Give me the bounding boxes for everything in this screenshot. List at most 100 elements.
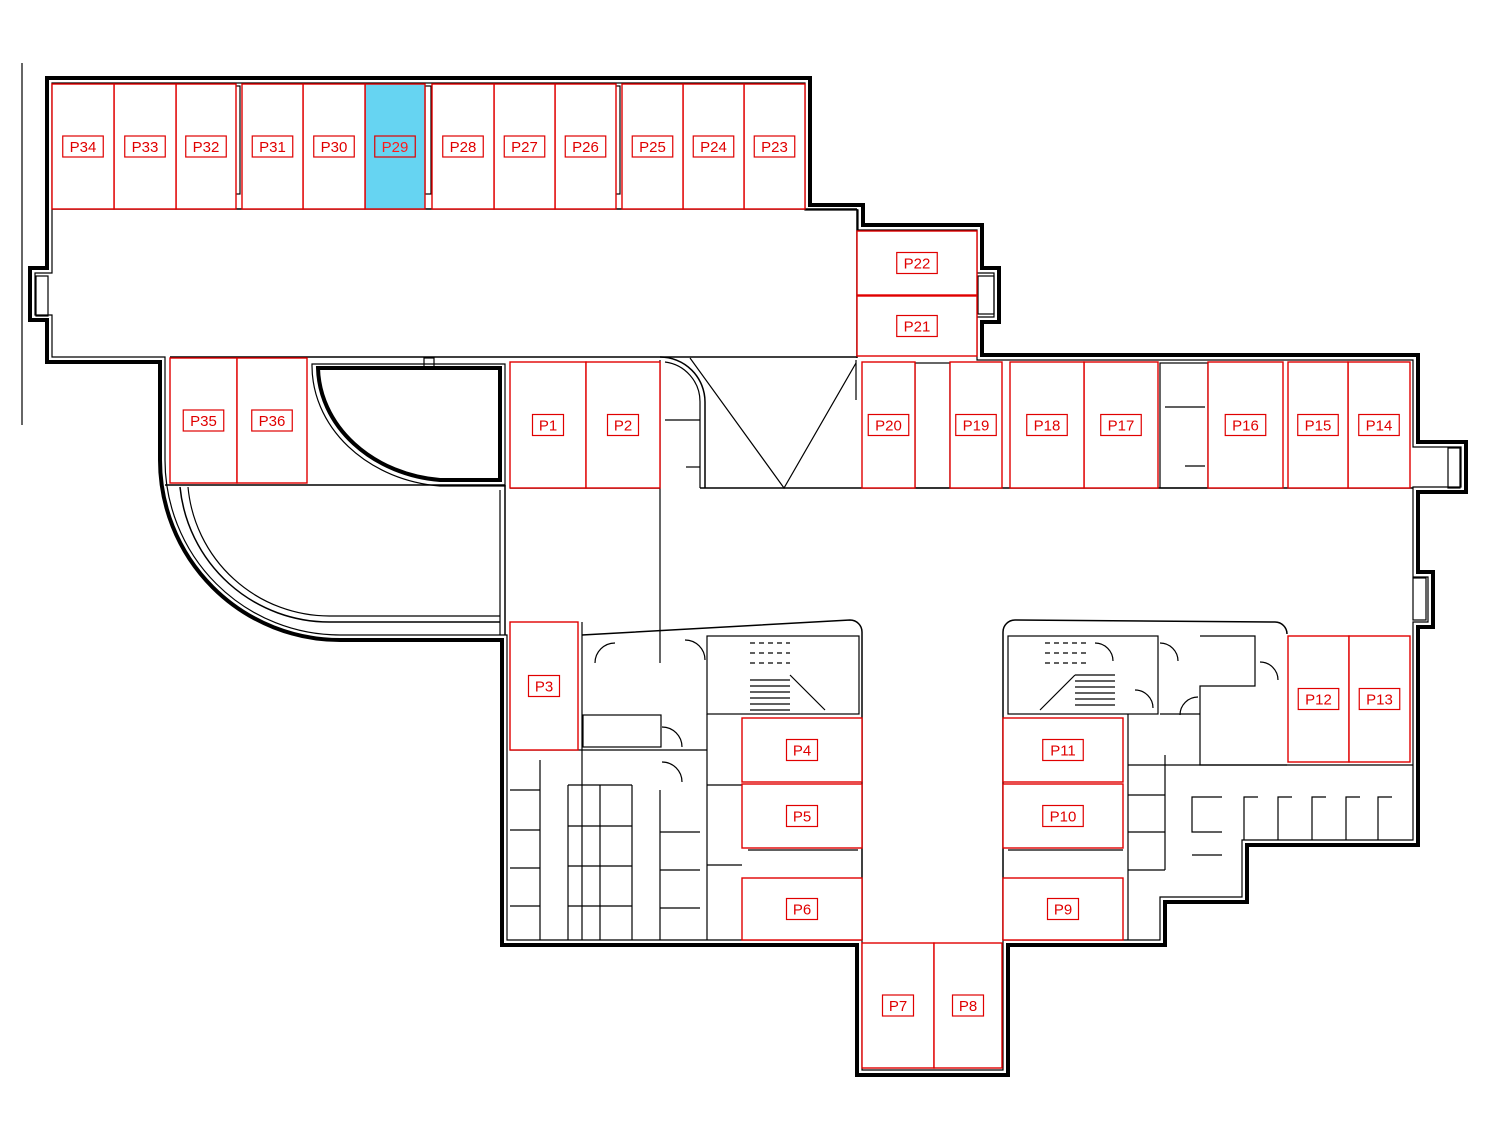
parking-space-p30[interactable]: P30 (302, 83, 366, 210)
parking-space-p25[interactable]: P25 (621, 83, 684, 210)
parking-space-area[interactable] (856, 230, 978, 296)
parking-space-p4[interactable]: P4 (741, 717, 863, 783)
spiral-ramp (315, 366, 502, 482)
parking-space-area[interactable] (861, 942, 935, 1069)
parking-space-p15[interactable]: P15 (1287, 361, 1349, 489)
parking-space-area[interactable] (933, 942, 1003, 1069)
parking-space-p2[interactable]: P2 (585, 361, 661, 489)
parking-space-p23[interactable]: P23 (743, 83, 806, 210)
parking-space-area[interactable] (431, 83, 495, 210)
parking-space-p3[interactable]: P3 (509, 621, 579, 751)
parking-space-p18[interactable]: P18 (1009, 361, 1085, 489)
parking-space-area[interactable] (493, 83, 556, 210)
parking-space-area[interactable] (51, 83, 115, 210)
parking-space-p11[interactable]: P11 (1002, 717, 1124, 783)
parking-space-area[interactable] (1083, 361, 1159, 489)
door-swing (1094, 642, 1114, 662)
parking-space-area[interactable] (364, 83, 426, 210)
parking-space-p33[interactable]: P33 (113, 83, 177, 210)
parking-space-p26[interactable]: P26 (554, 83, 617, 210)
parking-space-area[interactable] (861, 361, 916, 489)
parking-space-area[interactable] (1002, 877, 1124, 941)
parking-space-area[interactable] (741, 783, 863, 849)
parking-space-area[interactable] (169, 357, 238, 484)
parking-space-p14[interactable]: P14 (1347, 361, 1411, 489)
parking-space-area[interactable] (113, 83, 177, 210)
parking-space-area[interactable] (621, 83, 684, 210)
parking-space-p27[interactable]: P27 (493, 83, 556, 210)
storage-cages-right (1128, 755, 1392, 871)
parking-space-area[interactable] (175, 83, 237, 210)
storage-cages-left (510, 760, 742, 940)
stair-arrow (1039, 674, 1076, 711)
parking-space-area[interactable] (1348, 635, 1411, 763)
east-window (1447, 447, 1461, 489)
parking-space-area[interactable] (682, 83, 745, 210)
parking-space-p24[interactable]: P24 (682, 83, 745, 210)
door-swing (661, 726, 683, 748)
ramp-column (423, 357, 435, 369)
stair-treads-right (1039, 642, 1115, 711)
parking-space-p16[interactable]: P16 (1207, 361, 1284, 489)
parking-space-area[interactable] (236, 357, 308, 484)
parking-space-area[interactable] (241, 83, 304, 210)
parking-space-p29[interactable]: P29 (364, 83, 426, 210)
parking-space-area[interactable] (1009, 361, 1085, 489)
cage-outline (1311, 796, 1326, 840)
parking-space-p13[interactable]: P13 (1348, 635, 1411, 763)
parking-space-p1[interactable]: P1 (509, 361, 587, 489)
right-window-upper (977, 275, 995, 315)
stairwell-right (1007, 635, 1159, 715)
column-block (914, 362, 951, 489)
parking-space-area[interactable] (1002, 783, 1124, 849)
ramp-triangle (689, 357, 857, 490)
curved-ramp-inner (179, 486, 500, 623)
cage-outline (1277, 796, 1292, 840)
parking-space-area[interactable] (1207, 361, 1284, 489)
cage-outline (1377, 796, 1392, 840)
outer-wall (28, 76, 1468, 1077)
parking-space-p22[interactable]: P22 (856, 230, 978, 296)
corridor-curve (659, 356, 706, 488)
parking-space-p12[interactable]: P12 (1287, 635, 1350, 763)
parking-space-p32[interactable]: P32 (175, 83, 237, 210)
cage-outline (1191, 796, 1222, 833)
parking-space-area[interactable] (741, 717, 863, 783)
parking-space-area[interactable] (509, 361, 587, 489)
parking-space-p7[interactable]: P7 (861, 942, 935, 1069)
parking-space-area[interactable] (1002, 717, 1124, 783)
parking-space-area[interactable] (1287, 361, 1349, 489)
door-swing (1134, 689, 1154, 709)
parking-space-area[interactable] (1287, 635, 1350, 763)
parking-space-p31[interactable]: P31 (241, 83, 304, 210)
parking-space-area[interactable] (741, 877, 863, 941)
parking-space-p28[interactable]: P28 (431, 83, 495, 210)
parking-space-p35[interactable]: P35 (169, 357, 238, 484)
parking-space-p20[interactable]: P20 (861, 361, 916, 489)
stair-arrow (789, 674, 826, 711)
parking-space-area[interactable] (856, 295, 978, 357)
core-right-top (1002, 619, 1288, 940)
core-left-top (581, 619, 863, 940)
parking-space-p21[interactable]: P21 (856, 295, 978, 357)
parking-space-area[interactable] (509, 621, 579, 751)
parking-space-p36[interactable]: P36 (236, 357, 308, 484)
parking-space-p10[interactable]: P10 (1002, 783, 1124, 849)
parking-space-area[interactable] (1347, 361, 1411, 489)
parking-space-area[interactable] (554, 83, 617, 210)
parking-space-area[interactable] (743, 83, 806, 210)
spiral-ramp-inner (311, 363, 506, 487)
core-right-room (1199, 635, 1287, 766)
parking-space-p6[interactable]: P6 (741, 877, 863, 941)
parking-space-p17[interactable]: P17 (1083, 361, 1159, 489)
parking-space-p34[interactable]: P34 (51, 83, 115, 210)
parking-space-area[interactable] (585, 361, 661, 489)
parking-space-p5[interactable]: P5 (741, 783, 863, 849)
parking-space-p9[interactable]: P9 (1002, 877, 1124, 941)
parking-space-area[interactable] (949, 361, 1003, 489)
parking-space-area[interactable] (302, 83, 366, 210)
parking-space-p8[interactable]: P8 (933, 942, 1003, 1069)
parking-space-p19[interactable]: P19 (949, 361, 1003, 489)
